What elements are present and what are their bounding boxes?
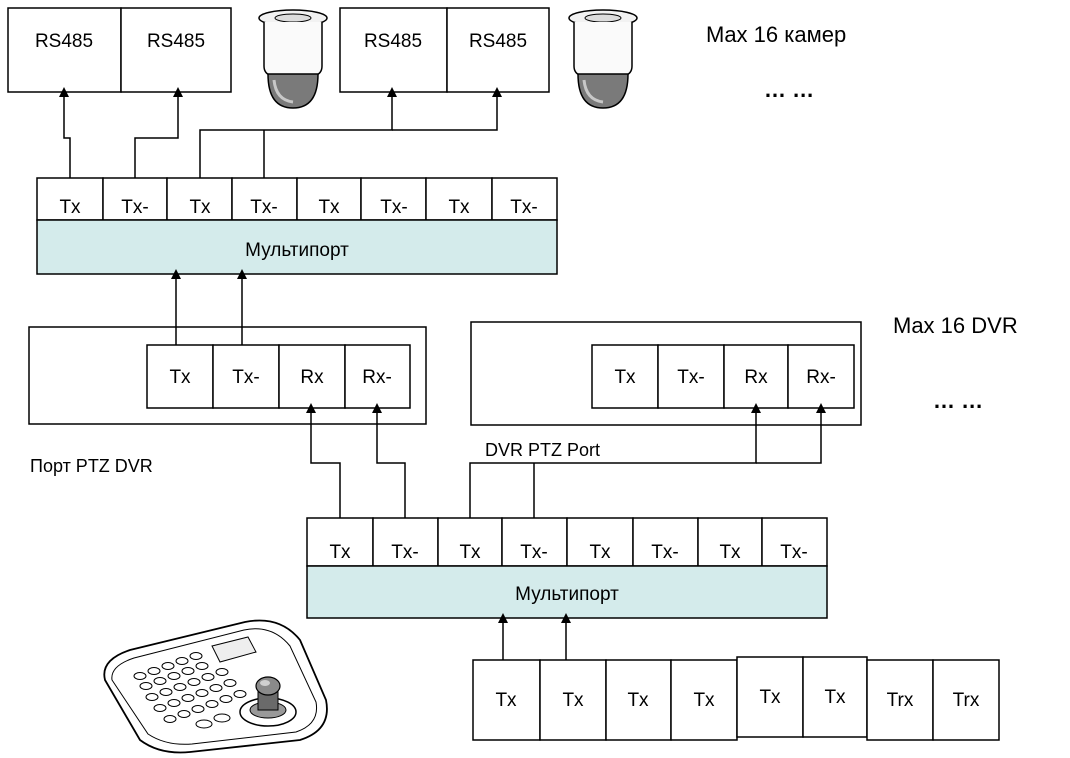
port-cell xyxy=(866,659,934,741)
port-label: Tx xyxy=(627,690,649,711)
port-cell xyxy=(761,517,828,567)
port-cell xyxy=(146,344,214,409)
multiport-top: Tx Tx- Tx Tx- Tx Tx- Tx Tx- Мультипорт xyxy=(36,177,558,275)
cameras-ellipsis: … … xyxy=(764,77,814,102)
port-label: Tx xyxy=(448,197,470,218)
port-cell xyxy=(932,659,1000,741)
port-label: Tx- xyxy=(520,542,547,563)
multiport-bottom: Tx Tx- Tx Tx- Tx Tx- Tx Tx- Мультипорт xyxy=(306,517,828,619)
rs485-port-box xyxy=(339,7,448,93)
port-label: Tx xyxy=(59,197,81,218)
rs485-port-box xyxy=(446,7,550,93)
ptz-dome-camera-icon xyxy=(568,9,638,109)
rs485-label: RS485 xyxy=(469,31,527,52)
multiport-label: Мультипорт xyxy=(245,240,349,261)
rs485-port-box xyxy=(120,7,232,93)
dvr-ellipsis: … … xyxy=(933,388,983,413)
port-label: Tx xyxy=(318,197,340,218)
port-label: Tx- xyxy=(391,542,418,563)
port-label: Tx- xyxy=(250,197,277,218)
port-cell xyxy=(697,517,763,567)
port-cell xyxy=(802,656,868,738)
port-cell xyxy=(360,177,427,221)
port-label: Tx xyxy=(169,367,191,388)
port-label: Tx xyxy=(824,687,846,708)
max-dvr-label: Max 16 DVR xyxy=(893,313,1018,338)
rs485-label: RS485 xyxy=(147,31,205,52)
camera-rs485-group-1: RS485 RS485 xyxy=(7,7,232,93)
rs485-port-box xyxy=(7,7,122,93)
wire-txminus-to-dvr-rxminus xyxy=(372,403,406,518)
port-label: Rx- xyxy=(362,367,392,388)
port-label: Tx- xyxy=(677,367,704,388)
port-label: Tx- xyxy=(651,542,678,563)
port-cell xyxy=(591,344,659,409)
wire-txminus-to-dvr-rxminus xyxy=(756,403,826,464)
rs485-label: RS485 xyxy=(35,31,93,52)
port-label: Tx xyxy=(562,690,584,711)
multiport-bar xyxy=(36,219,558,275)
wire-tx-to-rs485 xyxy=(199,87,397,178)
port-cell xyxy=(372,517,439,567)
port-cell xyxy=(491,177,558,221)
ptz-dome-camera-icon xyxy=(258,9,328,109)
port-cell xyxy=(36,177,104,221)
wire-tx-to-dvr-rx xyxy=(469,403,761,518)
port-label: Tx- xyxy=(510,197,537,218)
dvr-ptz-port-caption: DVR PTZ Port xyxy=(485,440,600,460)
port-label: Tx xyxy=(693,690,715,711)
port-label: Trx xyxy=(887,690,914,711)
port-cell xyxy=(605,659,672,741)
port-cell xyxy=(166,177,233,221)
port-label: Tx- xyxy=(780,542,807,563)
port-cell xyxy=(472,659,541,741)
port-cell xyxy=(344,344,411,409)
port-cell xyxy=(278,344,346,409)
port-label: Tx- xyxy=(380,197,407,218)
port-label: Tx- xyxy=(121,197,148,218)
port-label: Tx xyxy=(189,197,211,218)
port-cell xyxy=(566,517,634,567)
port-label: Tx xyxy=(459,542,481,563)
wire-tx-to-dvr-rx xyxy=(306,403,341,518)
dvr-ptz-port-caption: Порт PTZ DVR xyxy=(30,456,153,476)
controller-ports: Tx Tx Tx Tx Tx Tx Trx Trx xyxy=(472,656,1000,741)
port-cell xyxy=(657,344,725,409)
port-cell xyxy=(102,177,168,221)
port-cell xyxy=(231,177,298,221)
wire-tx-to-rs485 xyxy=(59,87,71,178)
port-label: Tx xyxy=(614,367,636,388)
rs485-label: RS485 xyxy=(364,31,422,52)
dvr-right: Tx Tx- Rx Rx- xyxy=(470,321,862,426)
port-label: Rx xyxy=(744,367,768,388)
port-label: Rx xyxy=(300,367,324,388)
port-label: Trx xyxy=(953,690,980,711)
port-label: Tx xyxy=(719,542,741,563)
port-label: Tx xyxy=(589,542,611,563)
max-cameras-label: Max 16 камер xyxy=(706,22,846,47)
multiport-label: Мультипорт xyxy=(515,584,619,605)
port-label: Rx- xyxy=(806,367,836,388)
port-cell xyxy=(632,517,699,567)
wire-txminus-to-rs485 xyxy=(134,87,183,178)
port-cell xyxy=(670,659,738,741)
wire-txminus-to-rs485 xyxy=(392,87,502,131)
port-cell xyxy=(736,656,804,738)
port-label: Tx- xyxy=(232,367,259,388)
port-label: Tx xyxy=(759,687,781,708)
dvr-left: Tx Tx- Rx Rx- xyxy=(28,326,427,425)
ptz-keyboard-controller-icon xyxy=(103,619,328,754)
port-cell xyxy=(212,344,280,409)
camera-rs485-group-2: RS485 RS485 xyxy=(339,7,550,93)
port-label: Tx xyxy=(495,690,517,711)
port-label: Tx xyxy=(329,542,351,563)
